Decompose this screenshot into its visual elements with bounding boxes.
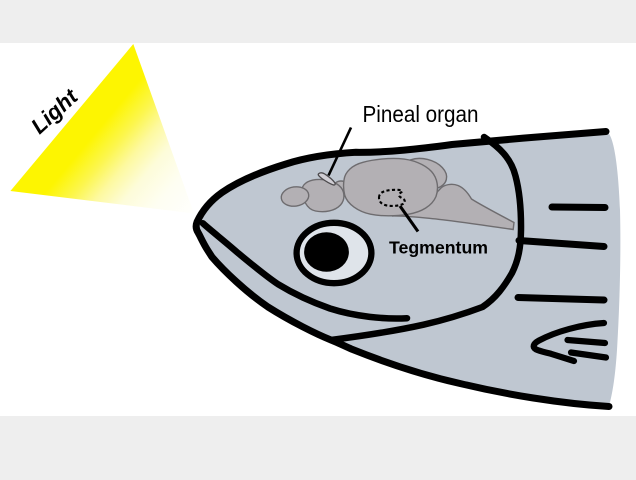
- svg-text:Pineal organ: Pineal organ: [363, 101, 479, 127]
- svg-text:Tegmentum: Tegmentum: [389, 238, 488, 258]
